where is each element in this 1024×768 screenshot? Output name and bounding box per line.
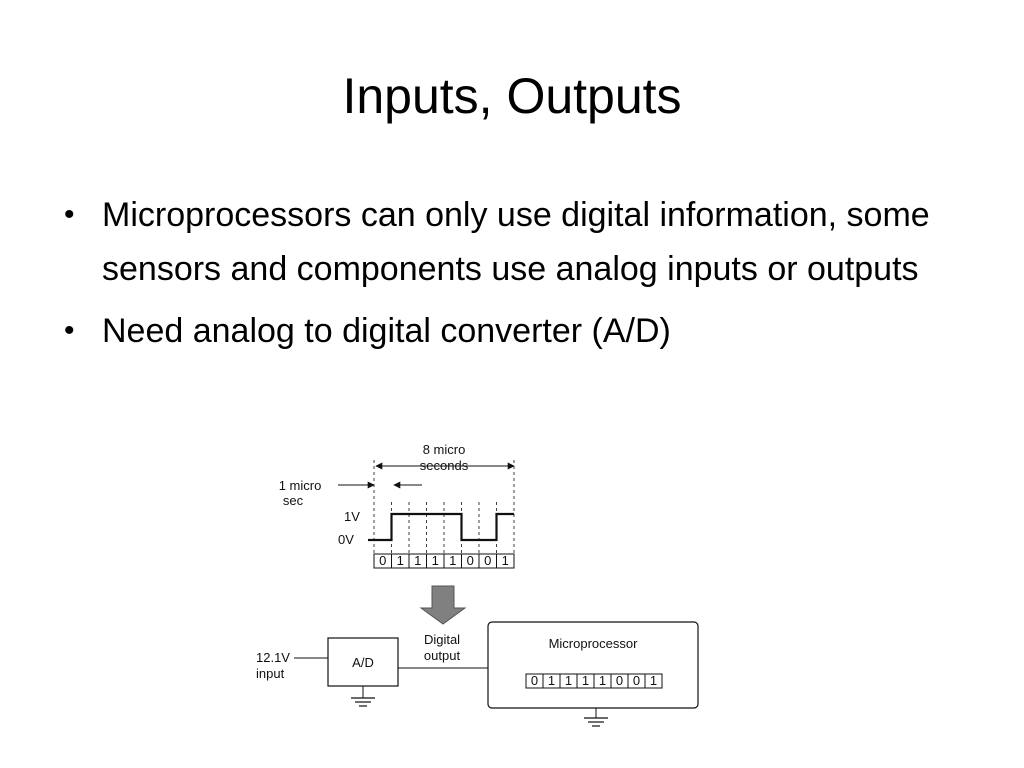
bullet-text: Need analog to digital converter (A/D) [102, 312, 671, 350]
ad-converter-label: A/D [352, 655, 374, 670]
bit-value: 0 [484, 553, 491, 568]
output-label-line2: output [424, 648, 461, 663]
bit-value: 1 [599, 673, 606, 688]
bullet-item: • Need analog to digital converter (A/D) [58, 304, 958, 358]
bit-value: 1 [548, 673, 555, 688]
slide-title: Inputs, Outputs [342, 68, 682, 124]
bit-value: 1 [650, 673, 657, 688]
bullet-item: • Microprocessors can only use digital i… [58, 188, 958, 296]
bit-time-label-line2: sec [283, 493, 304, 508]
bit-value: 0 [633, 673, 640, 688]
digital-waveform [368, 512, 514, 542]
bit-value: 0 [379, 553, 386, 568]
bit-cell [644, 673, 663, 689]
microprocessor-box [487, 621, 699, 709]
output-label-line1: Digital [424, 632, 460, 647]
bit-value: 1 [502, 553, 509, 568]
bullet-list: • Microprocessors can only use digital i… [58, 188, 958, 366]
bit-value: 1 [397, 553, 404, 568]
high-level-label: 1V [344, 509, 360, 524]
period-label-line1: 8 micro [423, 442, 466, 457]
bullet-marker: • [64, 198, 75, 231]
bit-value: 1 [565, 673, 572, 688]
bit-value: 0 [531, 673, 538, 688]
bullet-text: Microprocessors can only use digital inf… [102, 196, 930, 288]
ad-converter-box [327, 637, 399, 687]
conversion-down-arrow [419, 585, 467, 625]
bullet-marker: • [64, 314, 75, 347]
bit-time-label-line1: 1 micro [279, 478, 322, 493]
bit-value: 1 [582, 673, 589, 688]
bit-value: 1 [414, 553, 421, 568]
bit-value: 1 [432, 553, 439, 568]
bit-value: 1 [449, 553, 456, 568]
bit-value: 0 [467, 553, 474, 568]
low-level-label: 0V [338, 532, 354, 547]
microprocessor-ground-symbol [584, 717, 608, 727]
bit-value: 0 [616, 673, 623, 688]
bit-cell [496, 553, 515, 569]
input-label-line2: input [256, 666, 285, 681]
microprocessor-label: Microprocessor [549, 636, 639, 651]
ad-ground-symbol [351, 697, 375, 707]
input-label-line1: 12.1V [256, 650, 290, 665]
